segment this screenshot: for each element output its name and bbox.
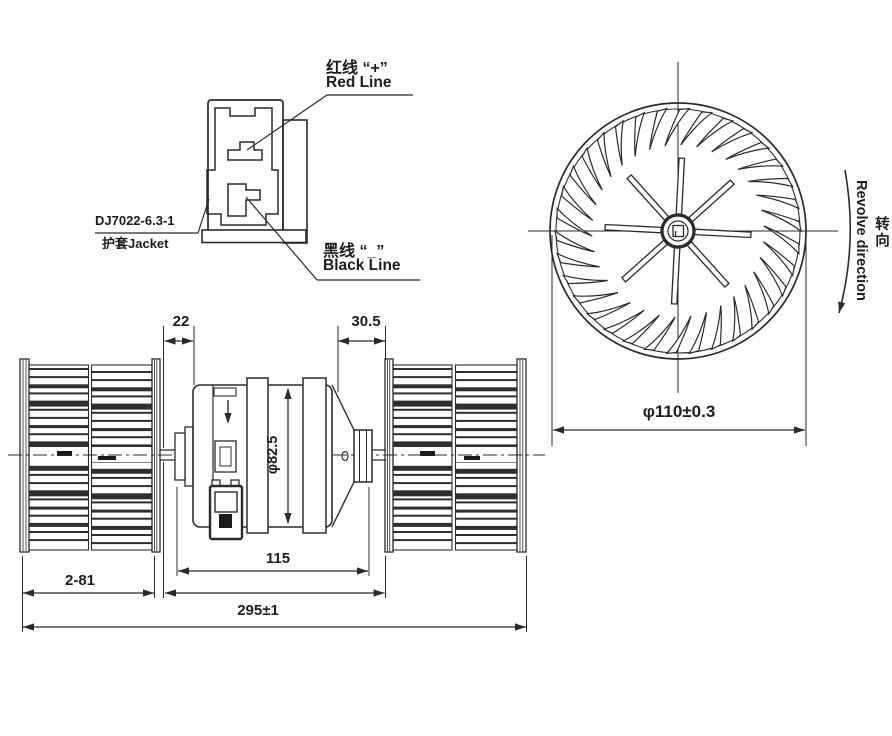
dim-motor-diameter: φ82.5	[265, 435, 281, 475]
dim-22: 22	[172, 313, 190, 330]
dim-115: 115	[265, 550, 291, 567]
side-extension-lines	[22, 326, 527, 632]
revolve-direction-arrow	[838, 169, 852, 314]
revolve-direction-label-en: Revolve direction	[853, 180, 869, 301]
jacket-label: 护套Jacket	[102, 236, 169, 251]
dim-295: 295±1	[237, 602, 279, 619]
motor-shaft	[160, 449, 386, 461]
fan-blades	[554, 107, 802, 355]
revolve-direction-label-cn: 转向	[873, 216, 889, 249]
fan-diameter-dimension: φ110±0.3	[642, 402, 716, 421]
fan-wheel-view	[528, 62, 852, 446]
positive-pin	[227, 141, 263, 161]
fan-hub	[660, 213, 696, 249]
arrowheads	[23, 301, 846, 631]
negative-pin	[227, 183, 261, 217]
dim-2-81: 2-81	[64, 572, 96, 589]
black-line-label-cn: 黑线 “_”	[323, 243, 385, 260]
connector-leader-lines	[95, 94, 420, 281]
motor-clip	[214, 440, 237, 473]
side-dimension-lines	[23, 340, 526, 628]
black-line-label-en: Black Line	[323, 257, 401, 274]
connector-view	[95, 94, 420, 281]
red-line-label-en: Red Line	[326, 74, 392, 91]
motor-connector	[208, 479, 244, 541]
wheel-hub-marks	[57, 451, 480, 460]
connector-part-number: DJ7022-6.3-1	[95, 213, 175, 228]
wheel-slats	[29, 368, 517, 545]
fan-dimension-lines	[551, 235, 807, 446]
dim-30-5: 30.5	[351, 313, 381, 330]
red-line-label-cn: 红线 “+”	[326, 60, 388, 77]
